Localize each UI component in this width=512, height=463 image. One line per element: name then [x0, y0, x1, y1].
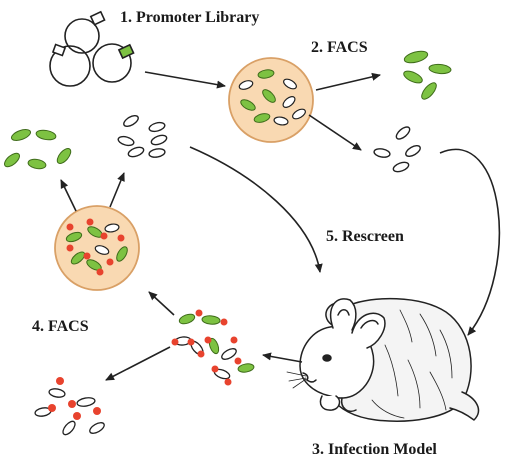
arrow-white-to-infection	[439, 148, 501, 336]
red-bacteria-cluster-bottom	[34, 377, 105, 436]
arrow-facs-to-white	[308, 114, 362, 151]
label-rescreen: 5. Rescreen	[326, 228, 404, 245]
facs-well-icon-2	[54, 205, 140, 291]
green-bacteria-cluster-top	[403, 50, 452, 100]
label-facs-4: 4. FACS	[32, 318, 89, 335]
arrow-facs-to-green	[315, 72, 381, 91]
facs-well-icon	[228, 57, 314, 143]
label-facs-2: 2. FACS	[311, 39, 368, 56]
white-bacteria-cluster-right	[373, 126, 421, 173]
arrow-recovered-to-facs	[148, 291, 175, 316]
white-bacteria-cluster-left	[117, 115, 168, 158]
recovered-bacteria-cluster	[171, 309, 255, 386]
label-infection-model: 3. Infection Model	[312, 441, 437, 458]
arrow-facs2-to-white	[109, 172, 125, 208]
arrow-infection-to-recovered	[262, 352, 303, 363]
label-promoter-library: 1. Promoter Library	[120, 9, 259, 26]
arrow-rescreen	[189, 146, 323, 273]
arrow-facs2-to-green	[60, 179, 77, 212]
plasmid-library-icon	[49, 10, 135, 87]
green-bacteria-cluster-left	[4, 129, 72, 170]
arrow-library-to-facs	[144, 71, 226, 89]
chinchilla-illustration	[286, 297, 480, 422]
arrow-recovered-to-red	[105, 346, 171, 381]
